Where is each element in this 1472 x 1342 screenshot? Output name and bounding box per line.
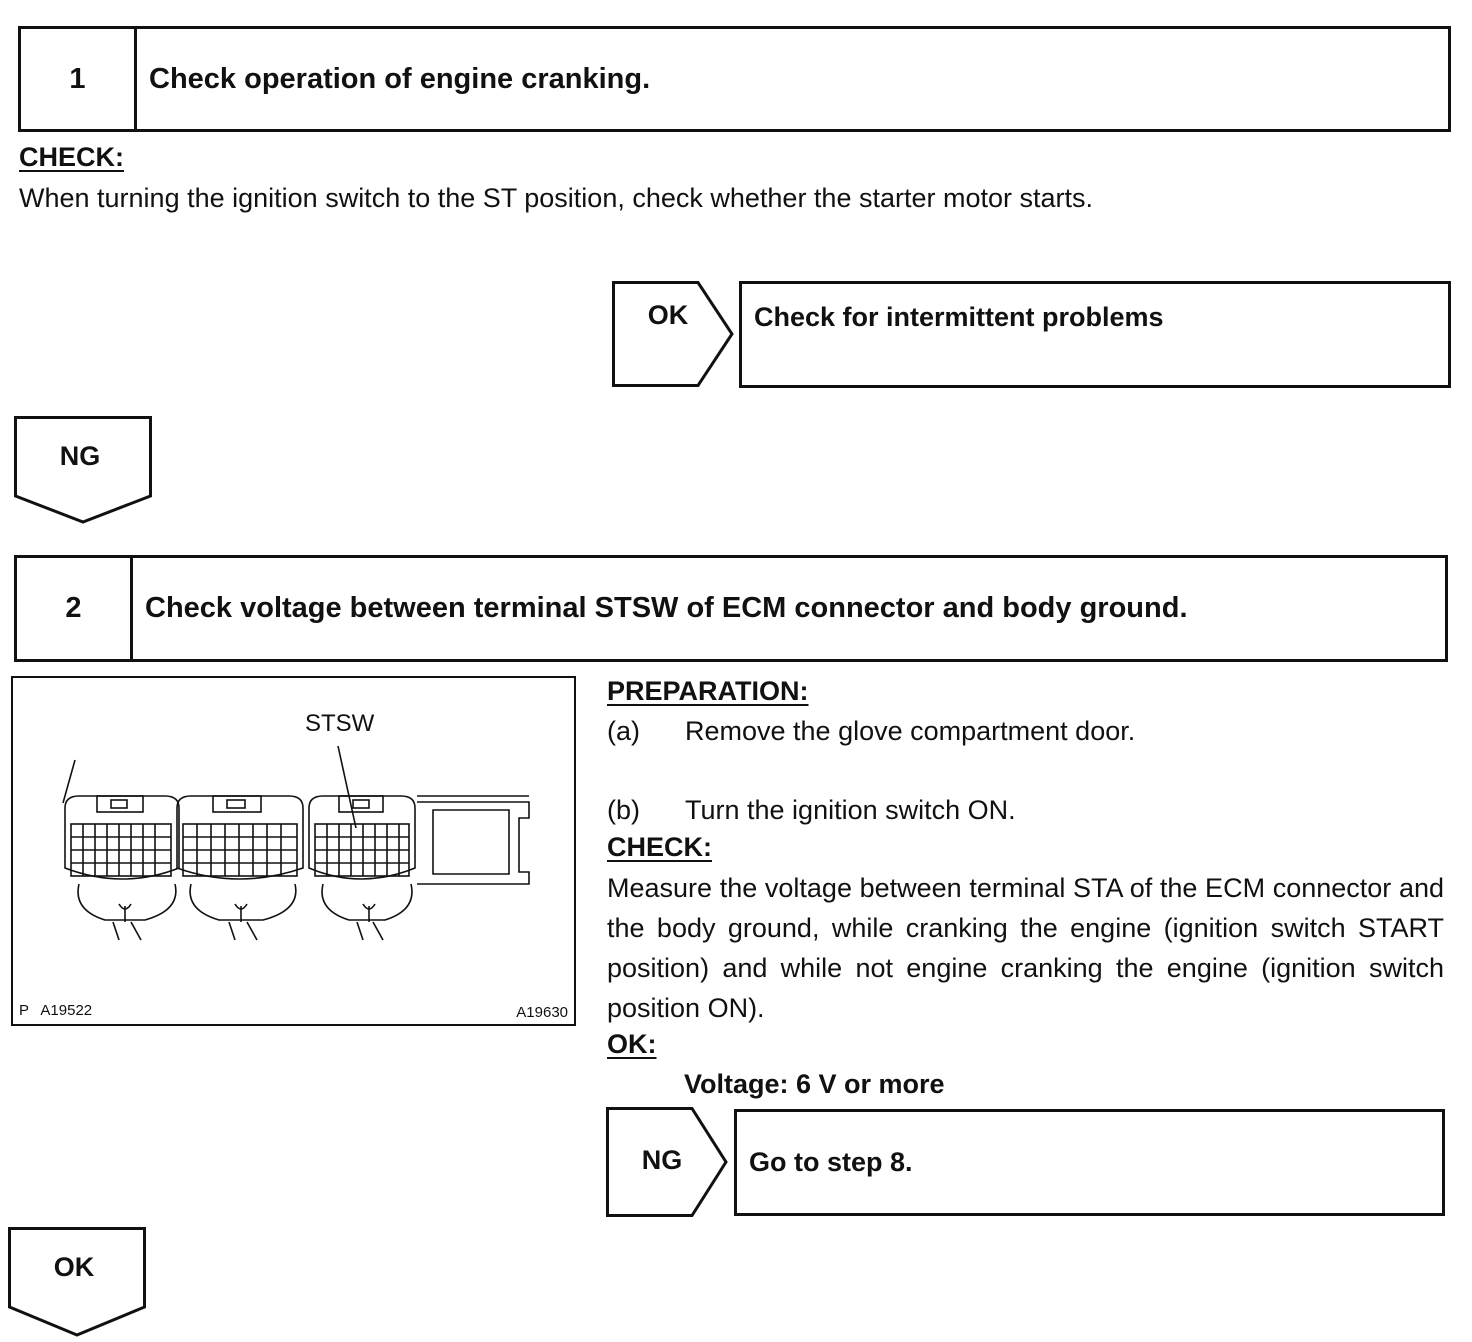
- step-2-check-label: CHECK:: [607, 832, 712, 862]
- prep-b-text: Turn the ignition switch ON.: [685, 795, 1016, 825]
- ecm-connectors-drawing: [62, 745, 530, 941]
- step-2-title: Check voltage between terminal STSW of E…: [145, 592, 1188, 624]
- step-2-ok-label: OK:: [607, 1029, 657, 1059]
- step-2-ng-result-box: Go to step 8.: [734, 1109, 1445, 1216]
- step-1-ok-result-text: Check for intermittent problems: [754, 302, 1164, 332]
- ng-arrow-right-shape: [606, 1107, 728, 1217]
- step-1-check-label: CHECK:: [19, 142, 124, 172]
- ok-arrow-down-shape: [8, 1227, 146, 1337]
- ng-arrow-down-shape: [14, 416, 152, 524]
- figure-code-right: A19630: [516, 1004, 568, 1021]
- ecm-connector-figure: STSW: [11, 676, 576, 1026]
- prep-a-marker: (a): [607, 716, 640, 746]
- preparation-label: PREPARATION:: [607, 676, 809, 706]
- figure-callout-stsw: STSW: [305, 710, 375, 737]
- figure-code-left: P A19522: [19, 1002, 93, 1019]
- step-2-number: 2: [17, 558, 133, 659]
- ok-arrow-right-shape: [612, 281, 734, 387]
- prep-b-marker: (b): [607, 795, 640, 825]
- step-1-check-text: When turning the ignition switch to the …: [19, 183, 1094, 213]
- step-2-ok-label-arrow: OK: [53, 1252, 95, 1282]
- step-2-ng-label: NG: [641, 1145, 683, 1175]
- step-1-ok-result-box: Check for intermittent problems: [739, 281, 1451, 388]
- step-2-ok-spec: Voltage: 6 V or more: [684, 1069, 945, 1099]
- step-1-ok-label: OK: [647, 300, 689, 330]
- step-1-number: 1: [21, 29, 137, 129]
- step-1-header: 1 Check operation of engine cranking.: [18, 26, 1451, 132]
- step-2-ng-result-text: Go to step 8.: [749, 1147, 913, 1177]
- prep-a-text: Remove the glove compartment door.: [685, 716, 1136, 746]
- step-1-title: Check operation of engine cranking.: [149, 62, 651, 95]
- step-2-header: 2 Check voltage between terminal STSW of…: [14, 555, 1448, 662]
- step-1-ng-label: NG: [59, 441, 101, 471]
- step-2-check-text: Measure the voltage between terminal STA…: [607, 873, 1444, 1023]
